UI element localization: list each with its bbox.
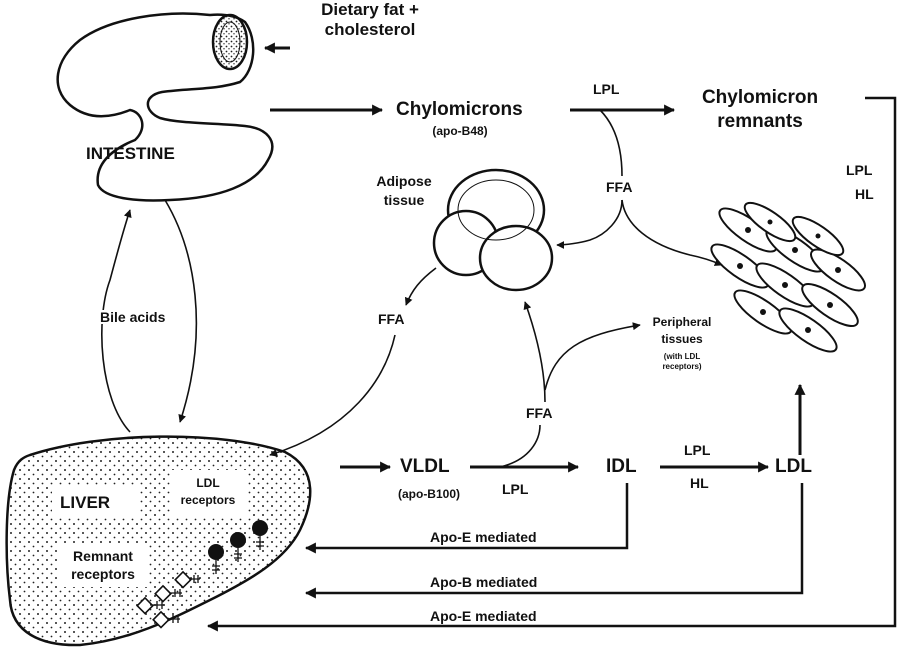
bile-acids-label: Bile acids	[100, 310, 165, 324]
lpl-idl-label: LPL	[684, 443, 710, 457]
peripheral-label-1: Peripheral	[636, 316, 728, 328]
idl-label: IDL	[606, 457, 637, 476]
adipose-cells	[434, 170, 552, 290]
ldl-receptor-ball	[252, 520, 268, 536]
vldl-label: VLDL	[400, 457, 450, 476]
chylomicron-remnants-label-1: Chylomicron	[670, 88, 850, 107]
ffa-mid-label: FFA	[526, 406, 552, 420]
chylomicron-remnants-label-2: remnants	[670, 112, 850, 131]
cholesterol-label: cholesterol	[300, 21, 440, 38]
apo-b100-label: (apo-B100)	[382, 488, 476, 500]
ldl-label: LDL	[775, 457, 812, 476]
peripheral-label-3: (with LDL	[636, 353, 728, 361]
intestine-label: INTESTINE	[86, 145, 175, 162]
remnant-receptors-label-1: Remnant	[60, 549, 146, 563]
lpl-top-label: LPL	[593, 82, 619, 96]
ldl-receptors-label-1: LDL	[172, 477, 244, 489]
hl-right-label: HL	[855, 187, 874, 201]
peripheral-label-4: receptors)	[636, 363, 728, 371]
ffa-top-label: FFA	[606, 180, 632, 194]
hl-idl-label: HL	[690, 476, 709, 490]
dietary-fat-label: Dietary fat +	[300, 1, 440, 18]
adipose-label-2: tissue	[372, 193, 436, 207]
ffa-left-label: FFA	[378, 312, 404, 326]
apo-b48-label: (apo-B48)	[424, 125, 496, 137]
liver-label: LIVER	[60, 494, 110, 511]
liver-shape	[7, 437, 311, 645]
ldl-receptor-ball	[208, 544, 224, 560]
apo-b-mediated-label: Apo-B mediated	[430, 575, 537, 589]
lpl-right-label: LPL	[846, 163, 872, 177]
peripheral-cells	[706, 197, 871, 359]
peripheral-label-2: tissues	[636, 333, 728, 345]
apo-e-mediated-label-2: Apo-E mediated	[430, 609, 537, 623]
remnant-receptors-label-2: receptors	[60, 567, 146, 581]
lpl-vldl-label: LPL	[502, 482, 528, 496]
ldl-receptors-label-2: receptors	[172, 494, 244, 506]
ldl-receptor-ball	[230, 532, 246, 548]
chylomicrons-label: Chylomicrons	[396, 100, 523, 119]
adipose-label-1: Adipose	[372, 174, 436, 188]
apo-e-mediated-label-1: Apo-E mediated	[430, 530, 537, 544]
intestine-shape	[58, 14, 273, 201]
